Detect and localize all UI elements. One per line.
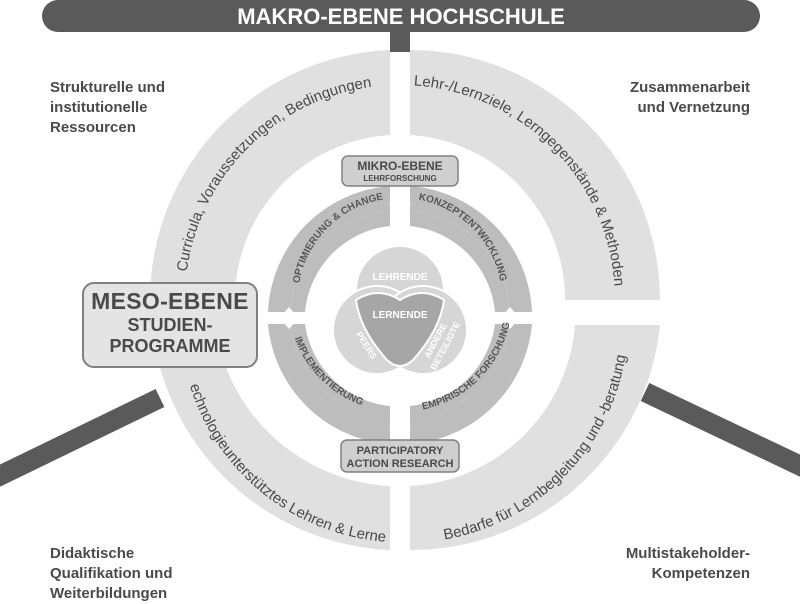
right-connector [640,382,800,477]
par-label-line2: ACTION RESEARCH [347,458,454,470]
venn-label-lehrende: LEHRENDE [372,272,427,283]
mikro-box [341,155,459,187]
arrow-bottom [389,419,411,433]
arrow-top [389,197,411,211]
mikro-label-line2: LEHRFORSCHUNG [363,174,436,183]
venn-overlap-lernende [354,292,446,367]
macro-title-bar: MAKRO-EBENE HOCHSCHULE [42,0,760,32]
corner-label-bottom-left: Didaktische Qualifikation und Weiterbild… [50,544,173,604]
corner-bottom-left-line1: Didaktische [50,545,135,562]
corner-bottom-right-line2: Kompetenzen [651,565,750,582]
meso-box: MESO-EBENE STUDIEN- PROGRAMME [82,282,258,368]
corner-bottom-right-line1: Multistakeholder- [625,545,750,562]
outer-ring-quadrant-bottom-right [410,325,660,551]
meso-label-line3: PROGRAMME [109,336,231,356]
corner-label-bottom-right: Multistakeholder- Kompetenzen [626,544,750,584]
inner-ring-fill-tl [290,210,390,312]
inner-ring-quadrant-top-right [410,186,532,312]
meso-label-line1: MESO-EBENE [91,288,249,314]
venn-label-lernende: LERNENDE [372,310,427,321]
left-connector [0,389,165,487]
corner-bottom-left-line3: Weiterbildungen [50,585,168,602]
corner-bottom-left-line2: Qualifikation und [50,565,173,582]
inner-ring-quadrant-bottom-left [268,324,390,444]
outer-ring-quadrant-top-left [149,50,390,300]
outer-ring-quadrant-bottom-left [152,325,390,550]
inner-ring-quadrant-bottom-right [410,324,532,444]
corner-top-left-line1: Strukturelle und [50,79,166,96]
corner-top-left-line3: Ressourcen [50,119,136,136]
corner-label-top-right: Zusammenarbeit und Vernetzung [630,78,750,118]
inner-ring-fill-br [410,324,510,420]
macro-connector [390,28,410,52]
mikro-label-line1: MIKRO-EBENE [357,159,442,173]
par-box [340,439,460,473]
corner-label-top-left: Strukturelle und institutionelle Ressour… [50,78,165,138]
arrow-left [282,307,296,329]
inner-ring-quadrant-top-left [268,186,390,312]
corner-top-right-line1: Zusammenarbeit [629,79,750,96]
par-label-line1: PARTICIPATORY [357,445,444,457]
outer-ring-quadrant-top-right [410,50,660,300]
inner-ring-fill-bl [290,324,390,420]
arrow-right [503,307,517,329]
corner-top-left-line2: institutionelle [50,99,148,116]
corner-top-right-line2: und Vernetzung [637,99,751,116]
meso-label-line2: STUDIEN- [127,315,213,335]
inner-ring-fill-tr [410,210,510,312]
